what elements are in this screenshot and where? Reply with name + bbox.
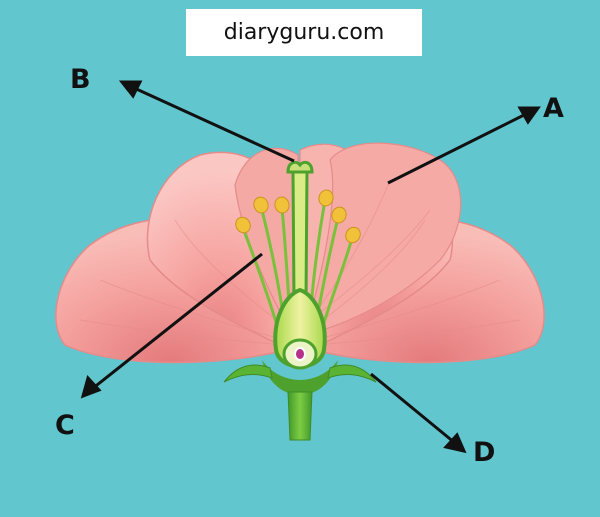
label-b: B [70,64,91,95]
arrow-b [131,85,295,163]
label-c: C [55,410,75,441]
receptacle [262,360,338,395]
label-a: A [543,93,564,124]
anthers [235,189,361,244]
watermark-banner: diaryguru.com [186,9,422,56]
arrow-c [91,252,263,391]
stem [287,391,313,441]
style [291,168,309,302]
pointer-arrows [80,80,541,454]
watermark-text: diaryguru.com [223,20,385,45]
petal-top-right [304,142,462,336]
petal-veins [79,179,521,346]
arrow-d [370,372,456,445]
sepal-right [327,364,377,383]
stigma [286,160,314,174]
sepal-left [223,364,273,383]
arrow-a [387,111,529,185]
label-d: D [473,437,496,468]
ovule [294,347,306,361]
